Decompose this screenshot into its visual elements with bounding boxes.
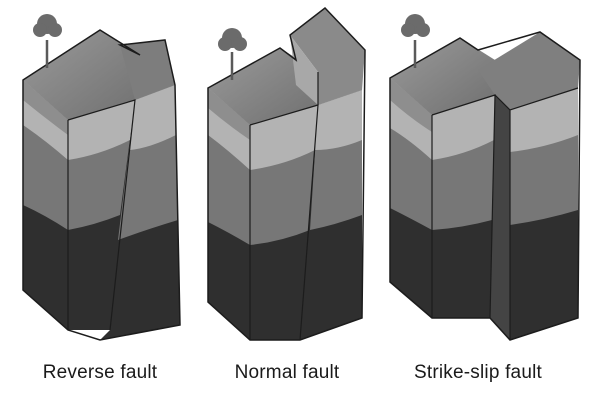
block-strike-slip-fault: [389, 14, 581, 341]
reverse-right-block: [100, 40, 180, 340]
strike-left-front-face: [390, 78, 432, 318]
strike-fault-edges: [431, 87, 579, 340]
block-normal-fault: [207, 6, 366, 341]
normal-left-front-face: [208, 88, 250, 340]
strike-left-top-surface: [390, 38, 495, 115]
normal-outline: [207, 6, 366, 341]
normal-left-top-surface: [208, 48, 318, 125]
block-reverse-fault: [22, 14, 181, 341]
reverse-fault-edges: [67, 99, 136, 331]
reverse-outline: [22, 29, 181, 341]
caption-strike-slip-fault: Strike-slip fault: [414, 362, 542, 383]
normal-left-side-face: [250, 105, 318, 340]
reverse-top-surface: [23, 30, 140, 120]
caption-normal-fault: Normal fault: [234, 362, 340, 383]
reverse-tree-icon: [33, 14, 62, 68]
strike-tree-icon: [401, 14, 430, 68]
reverse-left-side-face: [68, 100, 135, 330]
normal-tree-icon: [218, 28, 247, 80]
reverse-left-front-face: [23, 80, 68, 330]
normal-right-block: [290, 8, 365, 340]
caption-reverse-fault: Reverse fault: [42, 362, 158, 383]
strike-left-side-face: [432, 95, 495, 318]
strike-outline: [389, 31, 581, 341]
strike-right-block: [478, 32, 580, 340]
normal-fault-edges: [249, 72, 319, 341]
